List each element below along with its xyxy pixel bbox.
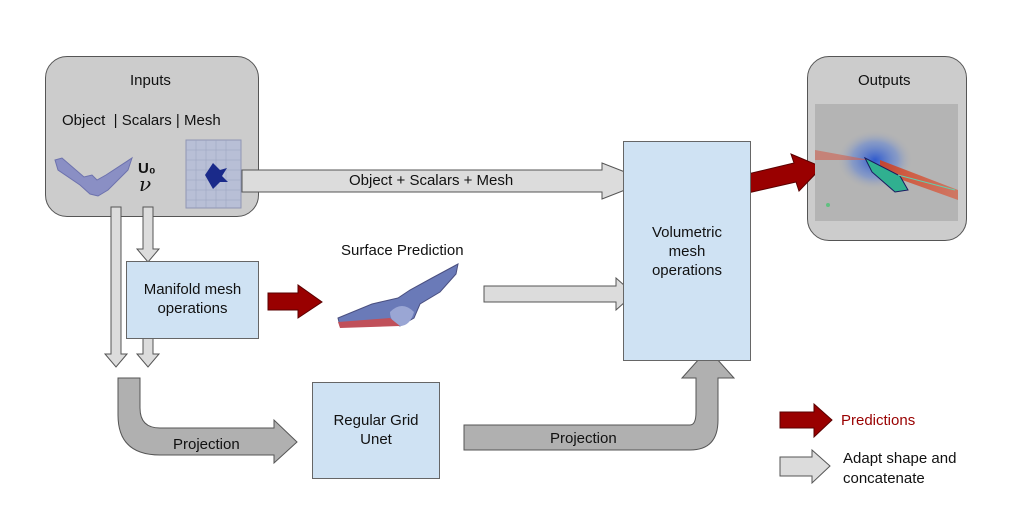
legend-adapt-label: Adapt shape and concatenate bbox=[843, 450, 957, 487]
inputs-subtitle: Object | Scalars | Mesh bbox=[62, 112, 221, 129]
projection-left-label: Projection bbox=[173, 436, 240, 453]
wing-drone-icon bbox=[54, 156, 133, 197]
outputs-title: Outputs bbox=[858, 72, 911, 89]
legend-predictions-label: Predictions bbox=[841, 412, 916, 429]
manifold-mesh-box: Manifold mesh operations bbox=[126, 261, 259, 339]
volumetric-mesh-label: Volumetric mesh operations bbox=[651, 224, 723, 279]
projection-right-label: Projection bbox=[550, 430, 617, 447]
arrow-manifold-to-surface bbox=[267, 284, 323, 319]
unet-box: Regular Grid Unet bbox=[312, 382, 440, 479]
nu-symbol: ν bbox=[139, 172, 152, 196]
object-scalars-mesh-label: Object + Scalars + Mesh bbox=[349, 172, 514, 189]
unet-label: Regular Grid Unet bbox=[333, 411, 419, 448]
u0-symbol: U₀ bbox=[138, 160, 156, 177]
manifold-mesh-label: Manifold mesh operations bbox=[143, 281, 242, 317]
mesh-grid-icon bbox=[185, 139, 242, 209]
arrow-inputs-down-left bbox=[103, 206, 129, 368]
arrow-manifold-down bbox=[135, 337, 161, 368]
flow-field-output-image bbox=[815, 104, 958, 221]
arrow-projection-left bbox=[117, 377, 298, 465]
surface-prediction-wing-icon bbox=[337, 263, 459, 328]
arrow-inputs-to-manifold bbox=[135, 206, 161, 263]
inputs-title: Inputs bbox=[130, 72, 171, 89]
surface-prediction-label: Surface Prediction bbox=[341, 242, 464, 259]
legend-predictions-arrow bbox=[779, 402, 833, 439]
legend-adapt-arrow bbox=[779, 448, 831, 485]
arrow-surface-to-volumetric bbox=[483, 276, 635, 312]
volumetric-mesh-box: Volumetric mesh operations bbox=[623, 141, 751, 361]
